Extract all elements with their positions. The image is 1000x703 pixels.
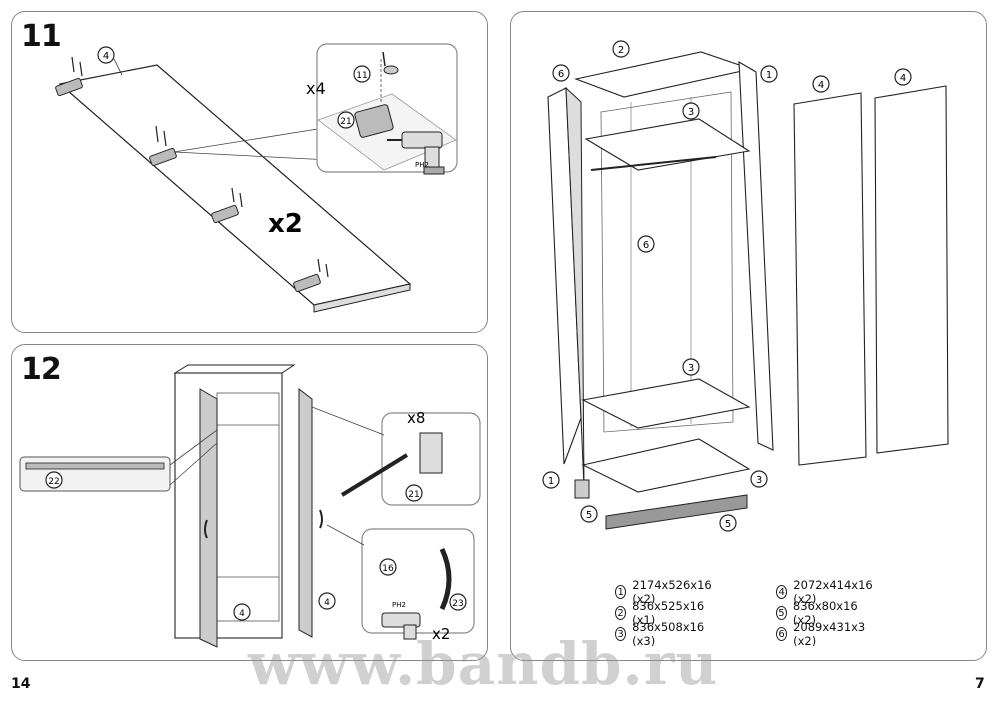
part-side-right <box>738 61 774 451</box>
svg-text:6: 6 <box>643 240 649 251</box>
part-door-b <box>874 85 949 454</box>
handle-icon <box>319 509 323 529</box>
svg-text:3: 3 <box>688 363 694 374</box>
step-11-illustration: 4 x2 x4 11 21 PH2 <box>55 43 458 313</box>
multiplier-x4: x4 <box>306 79 326 98</box>
drill-icon <box>387 131 445 175</box>
door-panel-edge <box>313 283 411 313</box>
left-door <box>199 388 218 648</box>
multiplier-x8: x8 <box>407 409 425 427</box>
part-plinth-left <box>574 479 590 499</box>
part-door-a <box>793 92 867 466</box>
screw-label: 16 <box>382 564 394 574</box>
cam-icon <box>383 65 399 75</box>
svg-text:1: 1 <box>548 476 554 487</box>
screw-label: 11 <box>356 71 367 81</box>
tool-label: PH2 <box>392 601 406 609</box>
step-12-illustration: 4 4 22 x8 21 16 23 PH2 x2 <box>19 364 481 648</box>
svg-text:3: 3 <box>688 107 694 118</box>
part-plinth-front <box>605 494 748 530</box>
hinge-label: 21 <box>340 117 351 127</box>
svg-text:3: 3 <box>756 475 762 486</box>
door-label-left: 4 <box>239 609 245 619</box>
svg-text:2: 2 <box>618 45 624 56</box>
part-shelf-lower <box>581 378 751 429</box>
plate-label: 21 <box>408 490 419 500</box>
rail-label: 22 <box>48 477 59 487</box>
svg-text:1: 1 <box>766 70 772 81</box>
svg-text:4: 4 <box>818 80 824 91</box>
svg-text:6: 6 <box>558 69 564 80</box>
multiplier-x2: x2 <box>268 209 303 239</box>
overview-labels: 2 6 1 3 6 3 1 3 5 5 4 4 <box>542 40 912 532</box>
right-door <box>298 387 313 638</box>
page-number-left: 14 <box>11 676 31 692</box>
step-number: 12 <box>21 352 62 387</box>
screw-icon <box>71 56 329 278</box>
page-number-right: 7 <box>975 676 985 692</box>
mount-plate-icon <box>419 432 443 474</box>
hinge-icon <box>354 104 394 138</box>
handle-label: 23 <box>452 599 463 609</box>
part-bottom <box>581 438 751 493</box>
hinge-icon <box>55 77 321 293</box>
handle-icon <box>439 547 452 611</box>
step-11-panel: 11 4 x2 x4 11 <box>11 11 488 333</box>
step-number: 11 <box>21 19 62 54</box>
step-12-panel: 12 4 4 22 x8 21 16 <box>11 344 488 661</box>
exploded-view-illustration: 2 6 1 3 6 3 1 3 5 5 4 4 <box>542 40 949 532</box>
door-label-right: 4 <box>324 598 330 608</box>
svg-text:5: 5 <box>586 510 592 521</box>
tool-label: PH2 <box>415 161 429 169</box>
svg-text:4: 4 <box>900 73 906 84</box>
screw-icon <box>382 51 386 67</box>
part-label: 4 <box>103 51 109 62</box>
screwdriver-icon <box>340 453 409 497</box>
handle-icon <box>204 519 208 539</box>
part-back <box>600 91 734 433</box>
multiplier-x2: x2 <box>432 625 450 643</box>
svg-text:5: 5 <box>725 519 731 530</box>
drill-icon <box>381 612 421 640</box>
part-top <box>574 51 754 98</box>
rail-detail <box>19 456 171 492</box>
